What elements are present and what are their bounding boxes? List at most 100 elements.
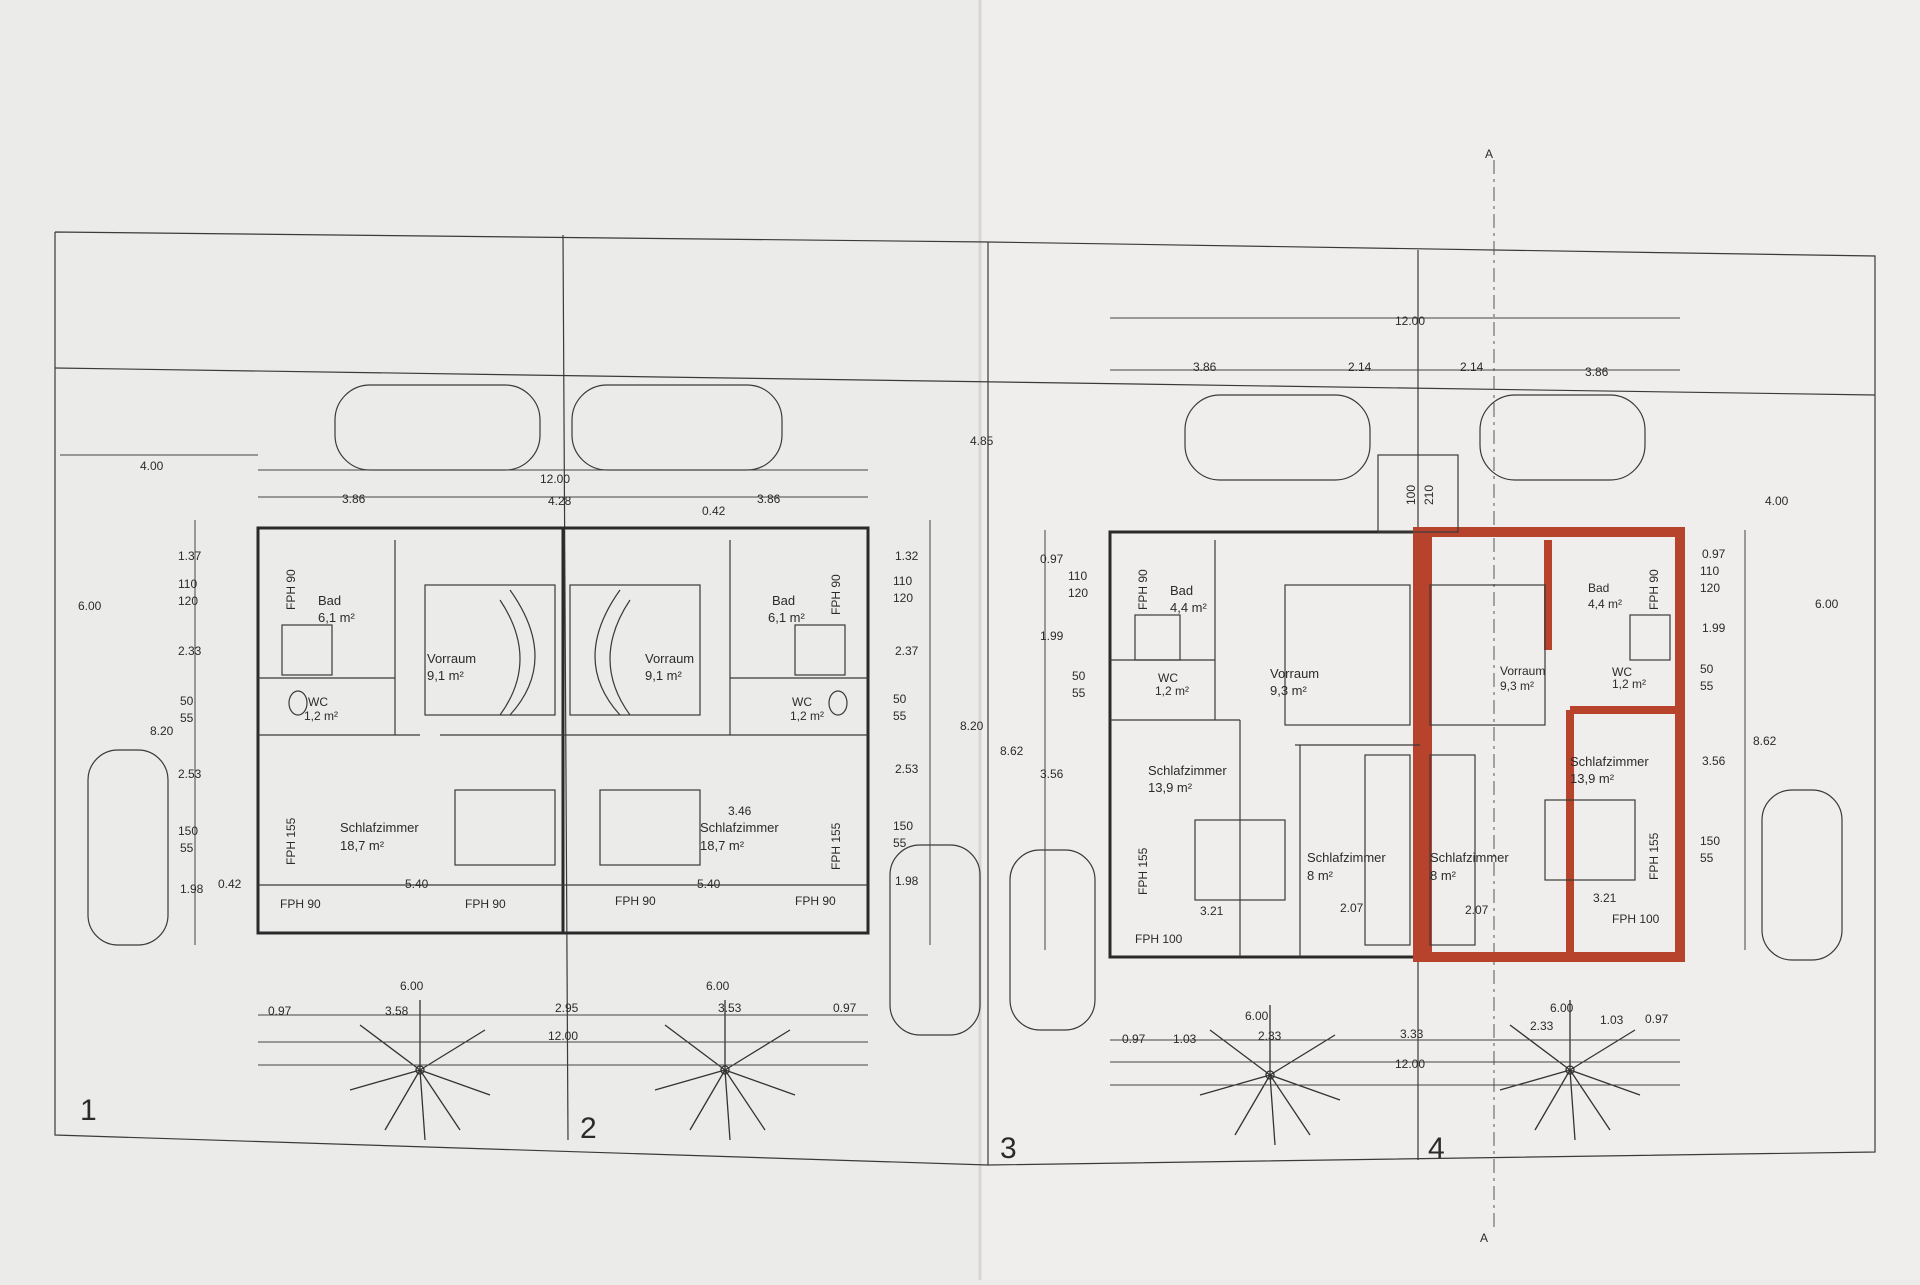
door-size-labels: 110 120 50 55 150 55 110 120 50 55 150 5…: [178, 485, 1720, 865]
dimension-label: 1.99: [1040, 629, 1064, 643]
dimension-label: 4.28: [548, 494, 572, 508]
room-name: WC: [308, 695, 328, 709]
dimension-label: 12.00: [1395, 1057, 1425, 1071]
dimension-label: 4.85: [970, 434, 994, 448]
dimension-label: 110: [1700, 564, 1719, 578]
dimension-label: 50: [1700, 662, 1714, 676]
dimension-label: 120: [1700, 581, 1720, 595]
paper-left-sheet: [0, 0, 980, 1280]
room-area: 9,1 m²: [645, 668, 683, 683]
dimension-label: 3.56: [1040, 767, 1064, 781]
dimension-label: 120: [893, 591, 913, 605]
room-name: Bad: [1170, 583, 1193, 598]
dimension-label: 3.86: [1585, 365, 1609, 379]
dimension-label: 6.00: [706, 979, 730, 993]
dimension-label: 0.97: [1645, 1012, 1669, 1026]
dimension-label: 55: [893, 709, 907, 723]
window-label: FPH 90: [465, 897, 506, 911]
dimension-label: 4.00: [140, 459, 164, 473]
dimension-label: 3.33: [1400, 1027, 1424, 1041]
dimension-label: 12.00: [540, 472, 570, 486]
dimension-label: 2.33: [1258, 1029, 1282, 1043]
street-line: [54, 367, 1876, 396]
dimension-label: 3.86: [342, 492, 366, 506]
window-label: FPH 155: [829, 822, 843, 870]
plan-pair-left: [256, 526, 870, 935]
dimension-label: 8.20: [960, 719, 984, 733]
dimension-label: 55: [180, 711, 194, 725]
dimension-label: 0.97: [1702, 547, 1726, 561]
room-name: Schlafzimmer: [1570, 754, 1649, 769]
window-label: FPH 155: [1647, 832, 1661, 880]
car-icon: [1479, 394, 1646, 481]
room-name: Schlafzimmer: [1307, 850, 1386, 865]
dimension-text-left: 12.00 3.86 4.28 3.86 4.00 6.00 8.20 1.37…: [78, 434, 994, 1043]
dimension-label: 3.46: [728, 804, 752, 818]
room-area: 18,7 m²: [700, 838, 745, 853]
dimension-label: 2.14: [1348, 360, 1372, 374]
room-name: Vorraum: [1270, 666, 1319, 681]
room-name: Schlafzimmer: [1430, 850, 1509, 865]
plan-number: 4: [1428, 1132, 1445, 1165]
room-area: 1,2 m²: [304, 709, 338, 723]
dimension-label: 12.00: [1395, 314, 1425, 328]
plan-number: 1: [80, 1094, 97, 1127]
room-name: WC: [1612, 665, 1632, 679]
dimension-label: 110: [1068, 569, 1087, 583]
dimension-label: 2.07: [1340, 901, 1364, 915]
dimension-label: 55: [1700, 679, 1714, 693]
dimension-label: 2.33: [1530, 1019, 1554, 1033]
room-area: 1,2 m²: [1612, 677, 1646, 691]
plan-3-labels: Bad 4,4 m² Vorraum 9,3 m² WC 1,2 m² Schl…: [1000, 569, 1386, 1165]
room-area: 6,1 m²: [768, 610, 806, 625]
window-label: FPH 90: [615, 894, 656, 908]
dimension-label: 1.03: [1173, 1032, 1197, 1046]
window-label: FPH 155: [284, 817, 298, 865]
window-label: FPH 100: [1135, 932, 1183, 946]
dimension-label: 2.53: [895, 762, 919, 776]
dimension-label: 1.32: [895, 549, 919, 563]
dimension-label: 6.00: [1815, 597, 1839, 611]
car-icon: [1009, 849, 1096, 1031]
dimension-text-right: 12.00 3.86 2.14 2.14 3.86 4.00 6.00 8.62…: [1000, 314, 1839, 1071]
dimension-label: 55: [1072, 686, 1086, 700]
room-name: Bad: [318, 593, 341, 608]
window-label: FPH 90: [1136, 569, 1150, 610]
dimension-label: 55: [1700, 851, 1714, 865]
dimension-label: 3.53: [718, 1001, 742, 1015]
dimension-label: 6.00: [1245, 1009, 1269, 1023]
car-icon: [889, 844, 981, 1036]
window-label: FPH 90: [284, 569, 298, 610]
room-area: 9,3 m²: [1500, 679, 1534, 693]
dimension-label: 50: [1072, 669, 1086, 683]
dimension-label: 0.97: [1040, 552, 1064, 566]
dimension-label: 50: [180, 694, 194, 708]
room-area: 18,7 m²: [340, 838, 385, 853]
tree-icon: [349, 1000, 491, 1141]
car-icon: [1184, 394, 1371, 481]
plan-1-labels: Bad 6,1 m² Vorraum 9,1 m² WC 1,2 m² Schl…: [80, 569, 506, 1127]
dimension-label: 100: [1404, 485, 1418, 505]
dimension-label: 150: [893, 819, 913, 833]
window-label: FPH 90: [280, 897, 321, 911]
room-area: 8 m²: [1430, 868, 1457, 883]
dimension-label: 2.14: [1460, 360, 1484, 374]
dimension-label: 0.42: [218, 877, 242, 891]
car-icon: [1761, 789, 1843, 961]
dimension-label: 120: [178, 594, 198, 608]
room-area: 6,1 m²: [318, 610, 356, 625]
window-label: FPH 100: [1612, 912, 1660, 926]
room-area: 13,9 m²: [1148, 780, 1193, 795]
room-area: 4,4 m²: [1588, 597, 1622, 611]
dimension-label: 2.37: [895, 644, 919, 658]
dimension-label: 0.97: [1122, 1032, 1146, 1046]
dimension-label: 110: [893, 574, 912, 588]
dimension-label: 5.40: [697, 877, 721, 891]
dimension-label: 12.00: [548, 1029, 578, 1043]
dimension-label: 3.86: [1193, 360, 1217, 374]
divider-1-2: [562, 234, 569, 1141]
room-area: 13,9 m²: [1570, 771, 1615, 786]
section-marker-top: A: [1485, 147, 1493, 161]
